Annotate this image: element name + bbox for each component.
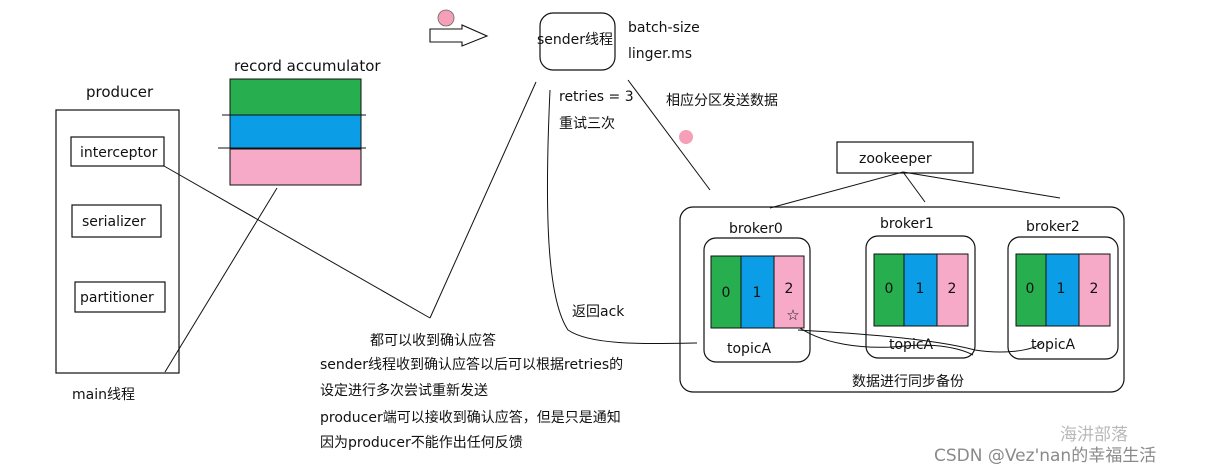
producer-label: producer [86, 83, 154, 101]
ack-note: 返回ack [572, 304, 625, 320]
broker-name: broker0 [729, 221, 783, 237]
record-accumulator [218, 78, 366, 186]
zk-to-broker1-line [902, 171, 926, 203]
accumulator-batch-pink [229, 148, 362, 186]
partition-2 [1078, 253, 1111, 327]
watermark-top: 海汫部落 [1060, 425, 1128, 445]
serializer-box [71, 204, 162, 238]
connectors [163, 79, 1061, 373]
note-line-2: sender线程收到确认应答以后可以根据retries的 [320, 356, 623, 373]
serializer-label: serializer [82, 214, 146, 230]
zk-to-broker0-line [769, 171, 904, 209]
partition-label: 1 [753, 285, 762, 301]
note-line-1: 都可以收到确认应答 [370, 332, 496, 349]
accumulator-batch-green [229, 78, 362, 116]
accumulator-batch-blue [229, 114, 362, 150]
note-to-sender-line [429, 81, 537, 319]
record-accumulator-label: record accumulator [234, 57, 381, 75]
partition-0 [710, 255, 742, 329]
broker-name: broker1 [880, 216, 934, 232]
partition-0 [873, 253, 905, 327]
zookeeper-box [836, 141, 974, 174]
partition-label: 2 [948, 281, 957, 297]
broker1: broker1 0 1 2 topicA [865, 216, 976, 359]
main-to-accumulator-line [164, 187, 278, 373]
broker-box [703, 237, 811, 363]
sender-to-cluster-line [627, 79, 711, 191]
partition-0 [1015, 253, 1047, 327]
broker2: broker2 0 1 2 topicA [1007, 219, 1119, 360]
topic-label: topicA [727, 341, 772, 357]
interceptor-label: interceptor [80, 145, 158, 161]
sync-note: 数据进行同步备份 [852, 373, 964, 390]
partition-label: 0 [722, 285, 731, 301]
cluster-box [679, 206, 1125, 393]
main-thread-label: main线程 [72, 387, 135, 403]
retries-label: retries = 3 [559, 89, 634, 105]
sender-label: sender线程 [537, 32, 613, 48]
leader-star-icon: ☆ [786, 306, 799, 324]
producer-box [55, 109, 180, 374]
partition-label: 2 [785, 281, 794, 297]
sync-line-1 [792, 322, 974, 356]
partition-label: 2 [1090, 281, 1099, 297]
partition-2 [936, 253, 969, 327]
arrow-right-icon [429, 24, 489, 47]
broker0: broker0 0 1 2 ☆ topicA [703, 221, 811, 363]
broker-box [1007, 236, 1119, 360]
partition-label: 1 [1057, 281, 1066, 297]
zk-to-broker2-line [902, 171, 1061, 199]
broker-box [865, 235, 976, 359]
broker-name: broker2 [1026, 219, 1080, 235]
topic-label: topicA [1031, 337, 1076, 353]
retry-note: 重试三次 [559, 116, 615, 132]
send-note: 相应分区发送数据 [666, 92, 778, 109]
topic-label: topicA [889, 337, 934, 353]
partitioner-label: partitioner [80, 290, 154, 306]
note-line-3: 设定进行多次尝试重新发送 [320, 382, 488, 399]
partition-label: 0 [1026, 281, 1035, 297]
partition-2 [773, 255, 805, 329]
partitioner-box [74, 281, 166, 313]
interceptor-to-note-line [163, 165, 431, 319]
note-line-4: producer端可以接收到确认应答，但是只是通知 [320, 409, 621, 426]
partition-1 [1045, 253, 1080, 327]
pink-dot-top [437, 9, 455, 27]
note-line-5: 因为producer不能作出任何反馈 [320, 435, 523, 451]
sync-line-2 [797, 329, 1043, 353]
zookeeper-label: zookeeper [859, 151, 932, 167]
watermark-bottom: CSDN @Vez'nan的幸福生活 [934, 446, 1156, 466]
partition-label: 1 [916, 281, 925, 297]
linger-label: linger.ms [628, 46, 692, 62]
ack-return-line [546, 89, 698, 344]
pink-dot-middle [679, 130, 693, 144]
interceptor-box [70, 136, 165, 167]
batch-size-label: batch-size [628, 20, 700, 36]
sender-box [539, 12, 616, 71]
partition-label: 0 [885, 281, 894, 297]
